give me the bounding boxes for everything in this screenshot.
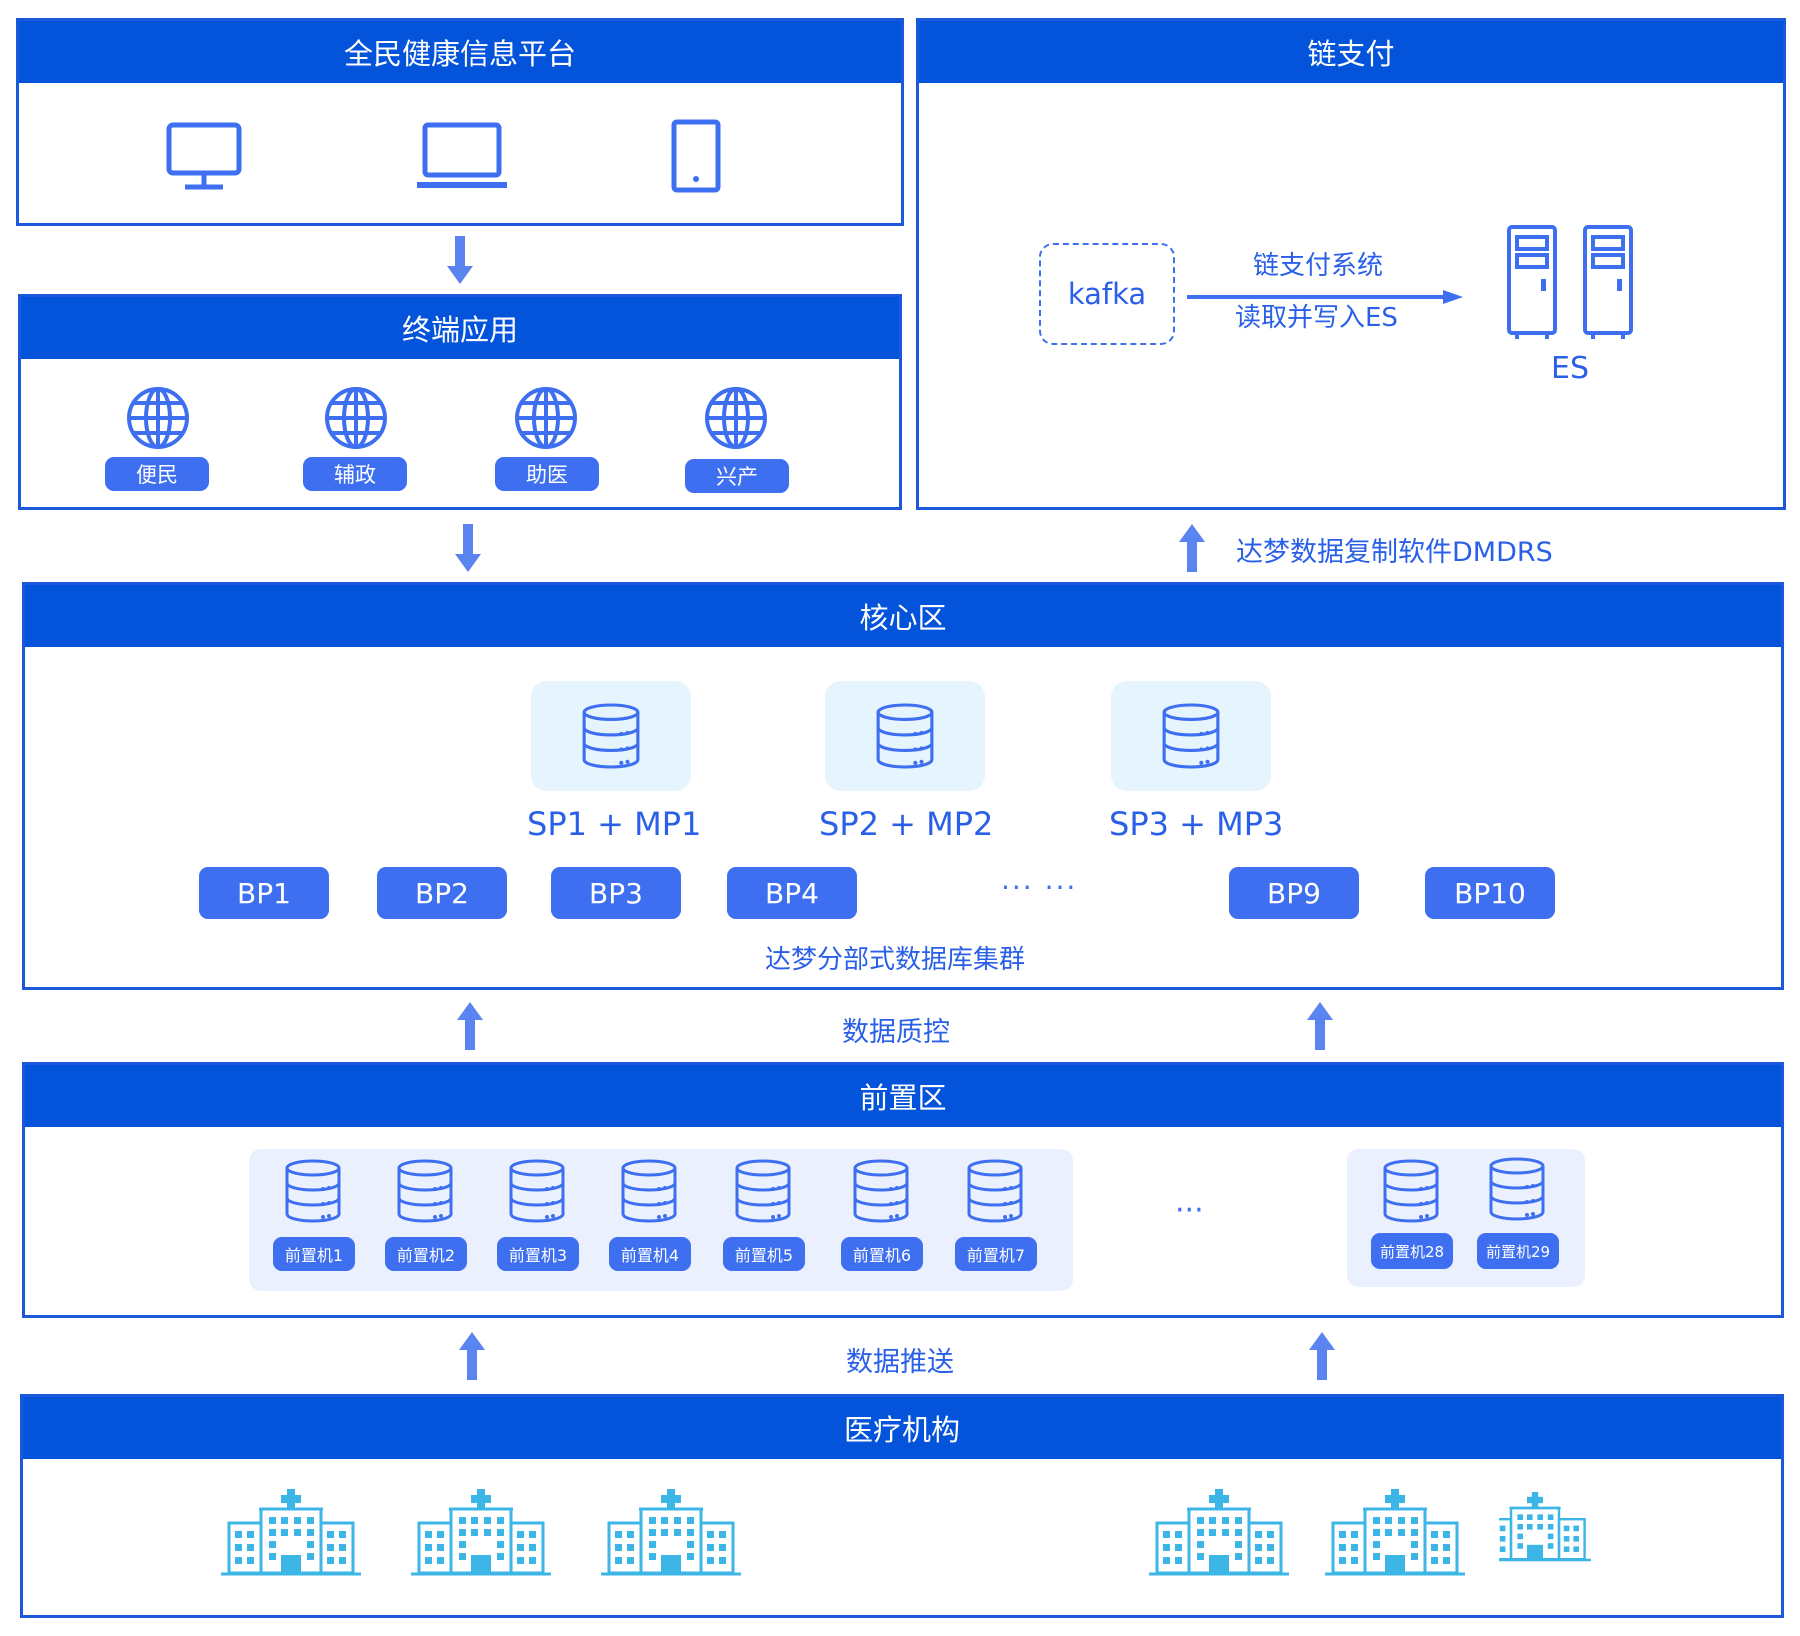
- hospital-icon: [411, 1489, 551, 1579]
- arrow-down-2: [454, 524, 482, 574]
- bp-node: BP9: [1229, 867, 1359, 919]
- hospital-icon: [221, 1489, 361, 1579]
- chainpay-panel: 链支付 kafka 链支付系统 读取并写入ES ES: [916, 18, 1786, 510]
- terminal-title: 终端应用: [21, 297, 899, 359]
- app-badge-xingchan: 兴产: [685, 459, 789, 493]
- sp-node-label: SP1 + MP1: [527, 805, 702, 843]
- platform-panel: 全民健康信息平台: [16, 18, 904, 226]
- database-icon: [619, 1159, 679, 1223]
- arrow-up-push-left: [458, 1330, 486, 1380]
- sp-node-label: SP3 + MP3: [1109, 805, 1284, 843]
- front-machine-badge: 前置机2: [385, 1237, 467, 1271]
- database-icon: [851, 1159, 911, 1223]
- database-icon: [507, 1159, 567, 1223]
- core-title: 核心区: [25, 585, 1781, 647]
- front-title: 前置区: [25, 1065, 1781, 1127]
- database-icon: [733, 1159, 793, 1223]
- front-machine-group-2: 前置机28 前置机29: [1347, 1149, 1585, 1287]
- server-icon: [1581, 223, 1635, 341]
- arrow-up-push-right: [1308, 1330, 1336, 1380]
- hospital-icon: [1325, 1489, 1465, 1579]
- database-icon: [965, 1159, 1025, 1223]
- database-icon: [580, 702, 642, 770]
- quality-label: 数据质控: [842, 1017, 950, 1048]
- front-panel: 前置区 前置机1 前置机2 前置机3 前置机4 前置机5 前置机6 前置机7 ·…: [22, 1062, 1784, 1318]
- sp-node-label: SP2 + MP2: [819, 805, 994, 843]
- database-icon: [283, 1159, 343, 1223]
- terminal-panel: 终端应用 便民 辅政 助医 兴产: [18, 294, 902, 510]
- arrow-up-quality-left: [456, 1000, 484, 1050]
- kafka-label: kafka: [1067, 277, 1147, 311]
- core-panel: 核心区 SP1 + MP1 SP2 + MP2 SP3 + MP3 BP1 BP…: [22, 582, 1784, 990]
- arrow-down-1: [446, 236, 474, 286]
- front-machine-badge: 前置机6: [841, 1237, 923, 1271]
- bp-node: BP1: [199, 867, 329, 919]
- front-machine-badge: 前置机29: [1477, 1233, 1559, 1269]
- flow-arrow: [1187, 290, 1463, 304]
- app-badge-fuzheng: 辅政: [303, 457, 407, 491]
- laptop-icon: [417, 122, 507, 188]
- push-label: 数据推送: [846, 1347, 954, 1378]
- bp-node: BP3: [551, 867, 681, 919]
- tablet-icon: [671, 119, 721, 193]
- cluster-label: 达梦分部式数据库集群: [765, 945, 1026, 975]
- database-icon: [1487, 1157, 1547, 1221]
- database-icon: [395, 1159, 455, 1223]
- globe-icon: [321, 385, 391, 451]
- hospital-icon: [601, 1489, 741, 1579]
- app-badge-zhuyi: 助医: [495, 457, 599, 491]
- database-icon: [1160, 702, 1222, 770]
- bp-node: BP10: [1425, 867, 1555, 919]
- replication-label: 达梦数据复制软件DMDRS: [1236, 537, 1553, 568]
- globe-icon: [511, 385, 581, 451]
- globe-icon: [701, 385, 771, 451]
- bp-ellipsis: ··· ···: [1001, 871, 1078, 904]
- front-machine-badge: 前置机5: [723, 1237, 805, 1271]
- medical-title: 医疗机构: [23, 1397, 1781, 1459]
- db-tile: [531, 681, 691, 791]
- bp-node: BP2: [377, 867, 507, 919]
- db-tile: [825, 681, 985, 791]
- monitor-icon: [166, 122, 242, 190]
- front-machine-badge: 前置机28: [1371, 1233, 1453, 1269]
- es-label: ES: [1551, 351, 1589, 386]
- app-badge-bianmin: 便民: [105, 457, 209, 491]
- bp-node: BP4: [727, 867, 857, 919]
- globe-icon: [123, 385, 193, 451]
- kafka-box: kafka: [1039, 243, 1175, 345]
- server-icon: [1505, 223, 1559, 341]
- hospital-icon: [1499, 1483, 1611, 1573]
- database-icon: [874, 702, 936, 770]
- chainpay-title: 链支付: [919, 21, 1783, 83]
- flow-label-2: 读取并写入ES: [1235, 303, 1398, 333]
- arrow-up-quality-right: [1306, 1000, 1334, 1050]
- hospital-icon: [1149, 1489, 1289, 1579]
- arrow-up-replication: [1178, 522, 1206, 572]
- medical-panel: 医疗机构: [20, 1394, 1784, 1618]
- front-machine-group-1: 前置机1 前置机2 前置机3 前置机4 前置机5 前置机6 前置机7: [249, 1149, 1073, 1291]
- front-machine-badge: 前置机1: [273, 1237, 355, 1271]
- database-icon: [1381, 1159, 1441, 1223]
- front-machine-badge: 前置机4: [609, 1237, 691, 1271]
- front-machine-badge: 前置机7: [955, 1237, 1037, 1271]
- platform-title: 全民健康信息平台: [19, 21, 901, 83]
- flow-label-1: 链支付系统: [1253, 251, 1384, 281]
- front-machine-badge: 前置机3: [497, 1237, 579, 1271]
- front-ellipsis: ···: [1175, 1193, 1204, 1228]
- db-tile: [1111, 681, 1271, 791]
